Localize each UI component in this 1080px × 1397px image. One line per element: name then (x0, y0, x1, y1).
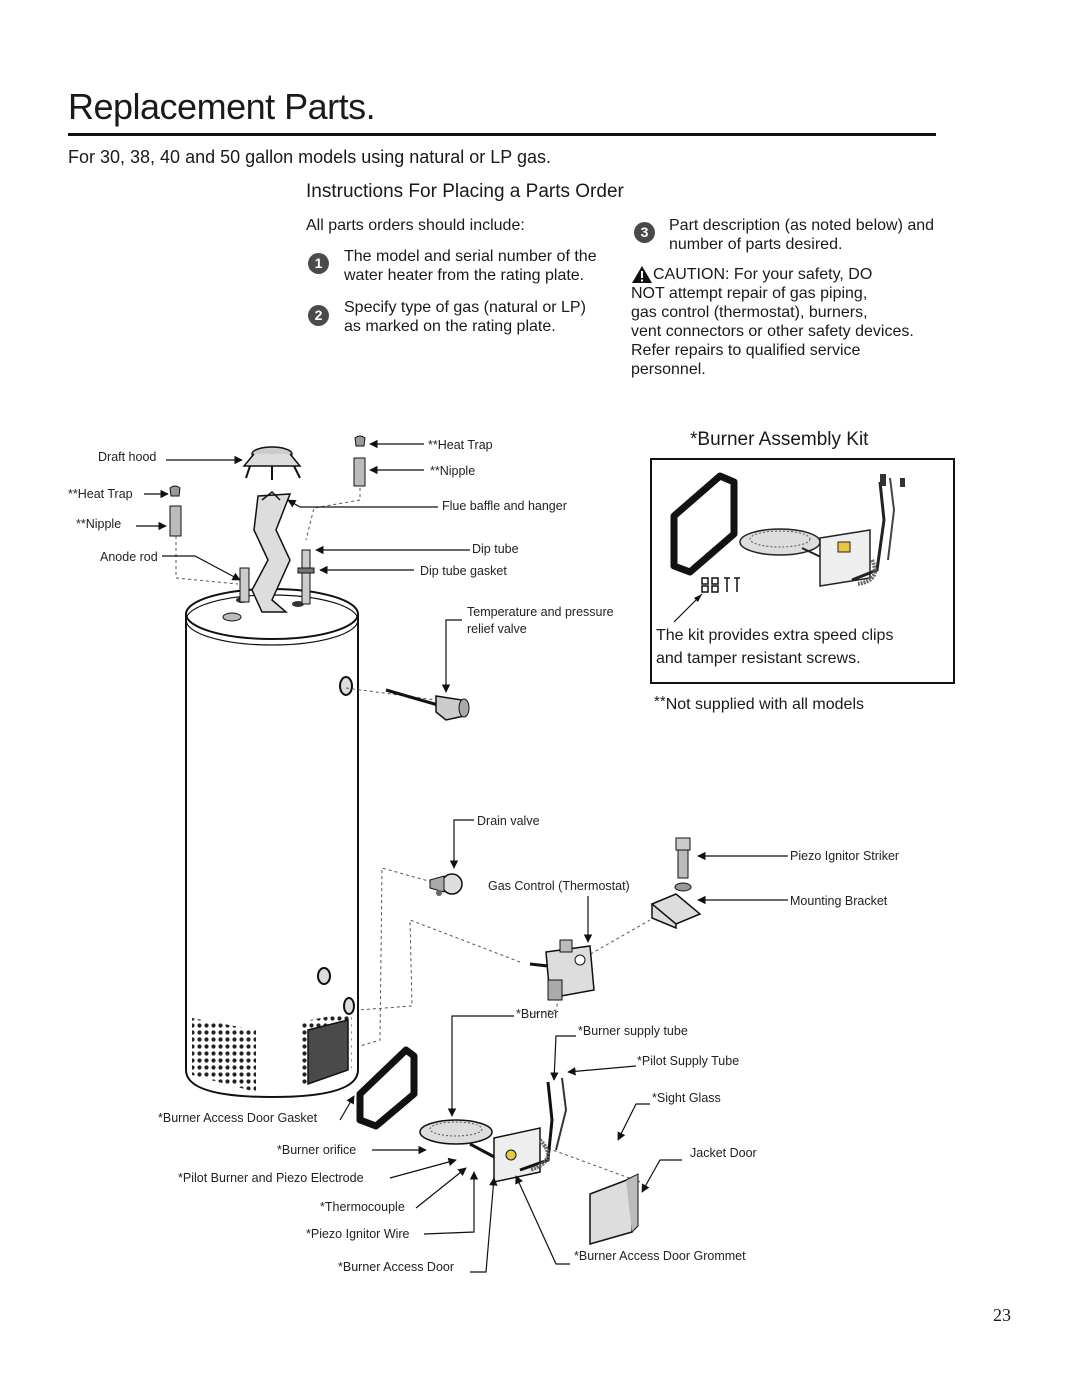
step-2-line-1: Specify type of gas (natural or LP) (344, 299, 586, 316)
not-supplied-mark: ** (654, 693, 666, 710)
label-draft-hood: Draft hood (98, 450, 156, 464)
burner-assembly-shape (419, 1077, 568, 1183)
label-piezo-striker: Piezo Ignitor Striker (790, 849, 899, 863)
label-nipple-top: **Nipple (430, 464, 475, 478)
title-divider (68, 133, 936, 136)
heat-trap-top-shape (354, 435, 366, 447)
drain-valve-shape (429, 873, 463, 896)
label-gas-control: Gas Control (Thermostat) (488, 879, 630, 893)
instructions-heading: Instructions For Placing a Parts Order (306, 181, 624, 202)
page-title: Replacement Parts. (68, 86, 376, 127)
heat-trap-left-shape (169, 485, 181, 497)
label-anode-rod: Anode rod (100, 550, 158, 564)
label-nipple-left: **Nipple (76, 517, 121, 531)
label-burner-orifice: *Burner orifice (277, 1143, 356, 1157)
caution-line-2: NOT attempt repair of gas piping, (631, 285, 868, 302)
step-2-text: Specify type of gas (natural or LP) as m… (344, 298, 586, 336)
label-tp-valve-line-2: relief valve (467, 622, 527, 636)
step-3-line-1: Part description (as noted below) and (669, 217, 935, 234)
kit-gasket-shape (670, 472, 738, 576)
label-pilot-burner: *Pilot Burner and Piezo Electrode (178, 1171, 364, 1185)
gas-control-shape (529, 939, 595, 1001)
label-pilot-supply-tube: *Pilot Supply Tube (637, 1054, 739, 1068)
label-heat-trap-left: **Heat Trap (68, 487, 133, 501)
kit-note-line-2: and tamper resistant screws. (656, 650, 861, 667)
caution-line-3: gas control (thermostat), burners, (631, 304, 868, 321)
label-burner-supply-tube: *Burner supply tube (578, 1024, 688, 1038)
label-heat-trap-top: **Heat Trap (428, 438, 493, 452)
kit-note-line-1: The kit provides extra speed clips (656, 627, 894, 644)
kit-note: The kit provides extra speed clips and t… (656, 624, 893, 670)
caution-line-6: personnel. (631, 361, 706, 378)
page-subtitle: For 30, 38, 40 and 50 gallon models usin… (68, 147, 551, 167)
label-access-door: *Burner Access Door (338, 1260, 454, 1274)
caution-block: CAUTION: For your safety, DO NOT attempt… (631, 265, 914, 379)
label-door-grommet: *Burner Access Door Grommet (574, 1249, 746, 1263)
caution-line-1: CAUTION: For your safety, DO (653, 266, 873, 283)
kit-title: *Burner Assembly Kit (690, 429, 869, 450)
water-heater-tank (185, 588, 359, 1099)
dip-tube-shape (301, 549, 311, 605)
step-3-line-2: number of parts desired. (669, 236, 843, 253)
label-sight-glass: *Sight Glass (652, 1091, 721, 1105)
step-badge-3: 3 (634, 222, 655, 243)
step-badge-1: 1 (308, 253, 329, 274)
warning-triangle-icon (632, 266, 652, 283)
label-dip-tube: Dip tube (472, 542, 519, 556)
caution-line-4: vent connectors or other safety devices. (631, 323, 914, 340)
label-tp-valve-line-1: Temperature and pressure (467, 605, 614, 619)
nipple-top-shape (353, 457, 366, 487)
nipple-left-shape (169, 505, 182, 537)
label-dip-tube-gasket: Dip tube gasket (420, 564, 507, 578)
flue-baffle-shape (251, 493, 292, 613)
kit-clips-shape (701, 577, 740, 593)
step-badge-2: 2 (308, 305, 329, 326)
tp-valve-shape (385, 688, 470, 721)
kit-illustration (670, 472, 905, 623)
label-drain-valve: Drain valve (477, 814, 540, 828)
draft-hood-shape (242, 446, 302, 480)
label-thermocouple: *Thermocouple (320, 1200, 405, 1214)
label-jacket-door: Jacket Door (690, 1146, 757, 1160)
kit-box (650, 458, 955, 684)
mounting-bracket-shape (650, 893, 702, 930)
step-1-line-2: water heater from the rating plate. (344, 267, 585, 284)
not-supplied-text: Not supplied with all models (665, 696, 865, 713)
step-1-line-1: The model and serial number of the (344, 248, 597, 265)
door-gasket-shape (356, 1046, 418, 1130)
label-mounting-bracket: Mounting Bracket (790, 894, 888, 908)
anode-rod-shape (239, 567, 250, 603)
not-supplied-note: **Not supplied with all models (654, 693, 864, 714)
piezo-striker-shape (674, 837, 692, 892)
instructions-intro: All parts orders should include: (306, 217, 525, 234)
jacket-door-shape (589, 1176, 633, 1245)
parts-diagram: Draft hood **Heat Trap **Nipple Anode ro… (68, 435, 899, 1274)
kit-door-shape (819, 529, 871, 587)
label-flue-baffle: Flue baffle and hanger (442, 499, 567, 513)
label-burner: *Burner (516, 1007, 558, 1021)
burner-window-shape (307, 1019, 349, 1086)
step-3-text: Part description (as noted below) and nu… (669, 216, 934, 254)
caution-line-5: Refer repairs to qualified service (631, 342, 861, 359)
step-1-text: The model and serial number of the water… (344, 247, 597, 285)
label-door-gasket: *Burner Access Door Gasket (158, 1111, 318, 1125)
label-piezo-wire: *Piezo Ignitor Wire (306, 1227, 410, 1241)
page-number: 23 (993, 1305, 1011, 1325)
step-2-line-2: as marked on the rating plate. (344, 318, 556, 335)
